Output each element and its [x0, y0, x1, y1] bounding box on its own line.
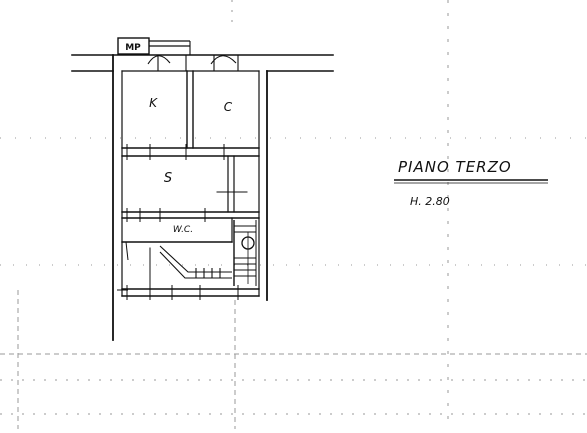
- door-k-swing: [147, 55, 171, 65]
- room-label-s: S: [164, 171, 172, 186]
- walls: [71, 54, 334, 341]
- dimension-ticks: [117, 144, 239, 300]
- room-label-c: C: [224, 100, 233, 114]
- room-label-wc: W.C.: [173, 225, 193, 235]
- meter-label: MP: [125, 43, 141, 53]
- door-c-swing: [210, 55, 237, 65]
- meter-box: MP: [117, 37, 190, 55]
- room-label-k: K: [149, 96, 158, 110]
- staircase: [159, 220, 257, 286]
- floor-title: PIANO TERZO: [398, 158, 512, 176]
- floor-title-block: PIANO TERZO H. 2.80: [394, 158, 548, 208]
- floor-height: H. 2.80: [410, 195, 450, 208]
